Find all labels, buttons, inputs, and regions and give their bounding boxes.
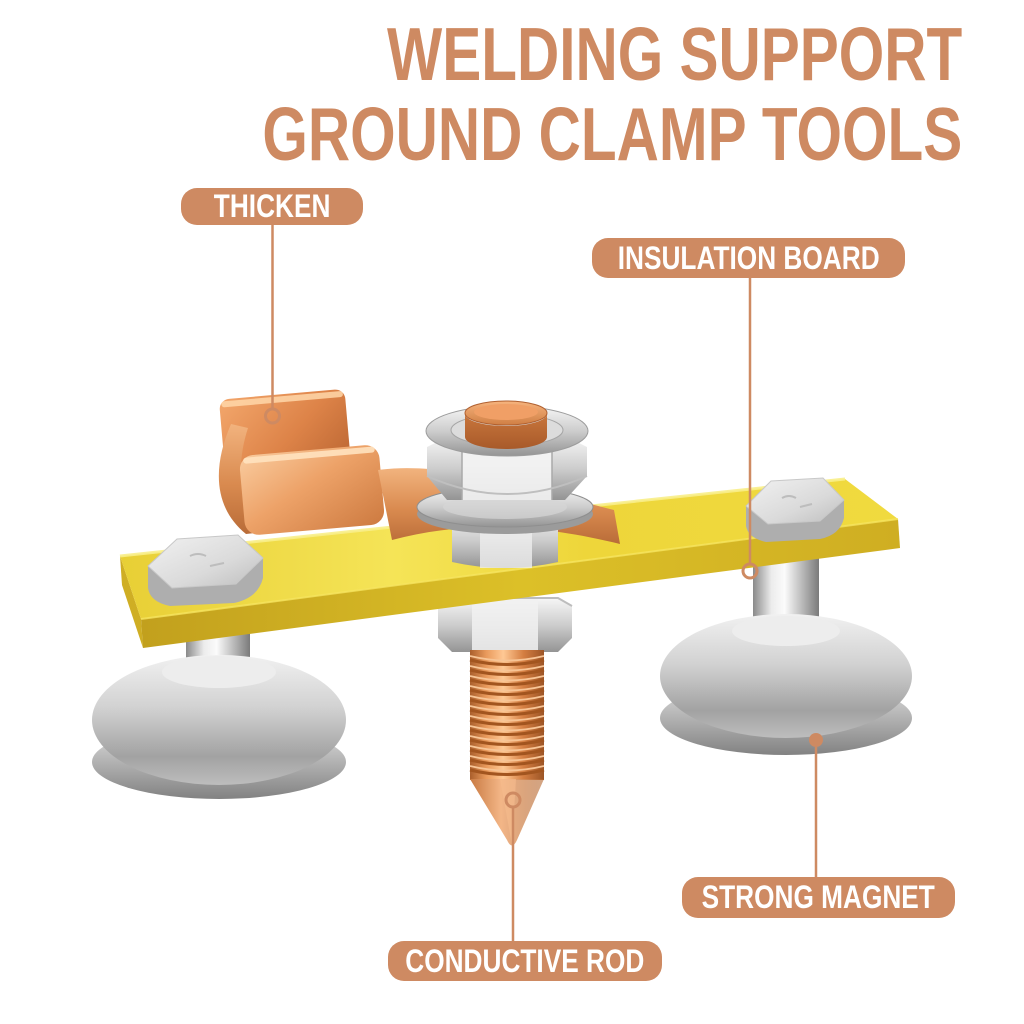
- thicken-copper-clip: [218, 389, 385, 535]
- center-nut-assembly: [416, 400, 594, 568]
- magnet-right-dome: [660, 614, 912, 738]
- magnet-left: [92, 606, 346, 799]
- magnet-left-dome: [92, 655, 346, 785]
- conductive-rod-group: [437, 597, 573, 846]
- magnet-right: [660, 551, 912, 755]
- hex-bolt-right: [745, 477, 845, 542]
- callout-markers: [264, 225, 823, 941]
- page-title: WELDING SUPPORT GROUND CLAMP TOOLS: [262, 14, 962, 174]
- thicken-marker: [264, 407, 281, 425]
- insulation-board-marker: [741, 562, 759, 580]
- strong-magnet-marker: [809, 733, 823, 747]
- callout-label-thicken: THICKEN: [181, 188, 363, 225]
- callout-label-insulation-board: INSULATION BOARD: [592, 238, 905, 278]
- callout-label-conductive-rod: CONDUCTIVE ROD: [388, 941, 662, 981]
- title-line-2: GROUND CLAMP TOOLS: [262, 92, 962, 176]
- board-front-face: [141, 519, 900, 648]
- callout-label-strong-magnet: STRONG MAGNET: [682, 877, 955, 918]
- title-line-1: WELDING SUPPORT: [386, 12, 962, 96]
- hex-bolt-left: [147, 534, 264, 606]
- conductive-rod-marker: [504, 791, 522, 809]
